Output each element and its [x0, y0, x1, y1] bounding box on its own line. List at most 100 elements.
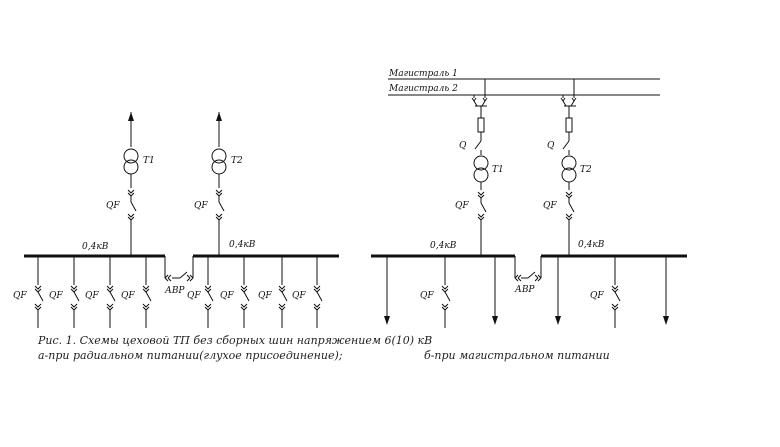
disconnect-contact-icon [560, 97, 577, 102]
disconnect-contact-icon [142, 285, 150, 293]
breaker-icon [218, 201, 225, 212]
breaker-icon [444, 291, 451, 302]
breaker-icon [73, 291, 80, 302]
outgoing-arrow-feeder [384, 256, 390, 325]
switch-icon [474, 140, 482, 150]
qf-label: QF [121, 291, 135, 301]
outgoing-feeder: QF [292, 256, 323, 328]
qf-label: QF [220, 291, 234, 301]
disconnect-contact-icon [471, 97, 488, 102]
disconnect-contact-icon [441, 285, 449, 293]
scheme-a: T1 QF T2 QF 0,4кВ 0,4кВ [13, 112, 339, 328]
disconnect-contact-icon [106, 303, 114, 311]
transformer-winding-icon [211, 159, 227, 175]
outgoing-feeder: QF [220, 256, 250, 328]
qf-label: QF [543, 201, 557, 211]
qf-label: QF [590, 291, 604, 301]
bus-voltage-label: 0,4кВ [82, 242, 109, 252]
disconnect-contact-icon [441, 303, 449, 311]
qf-label: QF [49, 291, 63, 301]
disconnect-contact-icon [70, 303, 78, 311]
outgoing-feeders-a: QF QF QF [13, 256, 323, 328]
qf-label: QF [106, 201, 120, 211]
feeder-t1-b: Q T1 QF [455, 79, 504, 255]
t2-label: T2 [231, 156, 243, 166]
switch-icon [481, 100, 486, 107]
disconnect-contact-icon [204, 285, 212, 293]
avr-section-breaker: АВР [164, 256, 194, 296]
outgoing-feeder: QF [13, 256, 44, 328]
arrow-down-icon [555, 316, 561, 325]
switch-icon [473, 100, 478, 107]
breaker-icon [527, 271, 536, 279]
transformer-winding-icon [561, 155, 577, 171]
disconnect-contact-icon [611, 303, 619, 311]
disconnect-contact-icon [611, 285, 619, 293]
bus-voltage-label: 0,4кВ [578, 240, 605, 250]
feeder-t2-b: Q T2 QF [543, 79, 592, 255]
outgoing-feeder: QF [258, 256, 288, 328]
arrow-up-icon [216, 112, 222, 121]
breaker-icon [568, 202, 575, 213]
outgoing-feeder: QF [590, 256, 621, 328]
breaker-icon [207, 291, 214, 302]
outgoing-arrow-feeder [555, 256, 561, 325]
breaker-icon [145, 291, 152, 302]
arrow-down-icon [663, 316, 669, 325]
disconnect-contact-icon [34, 303, 42, 311]
transformer-winding-icon [211, 148, 227, 164]
q-label: Q [547, 141, 555, 151]
avr-label: АВР [164, 286, 185, 296]
qf-label: QF [187, 291, 201, 301]
disconnect-contact-icon [514, 274, 522, 282]
caption-line-2b: б-при магистральном питании [424, 349, 610, 362]
outgoing-feeder: QF [121, 256, 152, 328]
breaker-icon [614, 291, 621, 302]
disconnect-contact-icon [70, 285, 78, 293]
outgoing-feeder: QF [187, 256, 214, 328]
disconnect-contact-icon [204, 303, 212, 311]
switch-icon [562, 100, 567, 107]
arrow-down-icon [492, 316, 498, 325]
disconnect-contact-icon [164, 274, 172, 282]
qf-label: QF [420, 291, 434, 301]
figure-caption: Рис. 1. Схемы цеховой ТП без сборных шин… [37, 334, 610, 362]
disconnect-contact-icon [215, 213, 223, 221]
qf-label: QF [13, 291, 27, 301]
disconnect-contact-icon [186, 274, 194, 282]
disconnect-contact-icon [313, 303, 321, 311]
qf-label: QF [85, 291, 99, 301]
caption-line-1: Рис. 1. Схемы цеховой ТП без сборных шин… [37, 334, 432, 347]
disconnect-contact-icon [565, 191, 573, 199]
disconnect-contact-icon [215, 189, 223, 197]
breaker-icon [109, 291, 116, 302]
fuse-icon [477, 117, 485, 133]
bus-voltage-label: 0,4кВ [430, 241, 457, 251]
disconnect-contact-icon [565, 213, 573, 221]
transformer-winding-icon [123, 148, 139, 164]
breaker-icon [243, 291, 250, 302]
caption-line-2a: а-при радиальном питании(глухое присоеди… [38, 349, 343, 362]
fuse-icon [565, 117, 573, 133]
disconnect-contact-icon [142, 303, 150, 311]
qf-label: QF [455, 201, 469, 211]
breaker-icon [37, 291, 44, 302]
breaker-icon [316, 291, 323, 302]
disconnect-contact-icon [240, 303, 248, 311]
outgoing-feeder: QF [420, 256, 451, 328]
qf-label: QF [258, 291, 272, 301]
t2-label: T2 [580, 165, 592, 175]
switch-icon [562, 140, 570, 150]
outgoing-arrow-feeder [492, 256, 498, 325]
bus-voltage-label: 0,4кВ [229, 240, 256, 250]
breaker-icon [480, 202, 487, 213]
disconnect-contact-icon [278, 303, 286, 311]
t1-label: T1 [492, 165, 504, 175]
scheme-b: Магистраль 1 Магистраль 2 Q T1 QF [371, 69, 687, 328]
arrow-down-icon [384, 316, 390, 325]
switch-icon [570, 100, 575, 107]
t1-label: T1 [143, 156, 155, 166]
trunk-1-label: Магистраль 1 [388, 69, 458, 79]
